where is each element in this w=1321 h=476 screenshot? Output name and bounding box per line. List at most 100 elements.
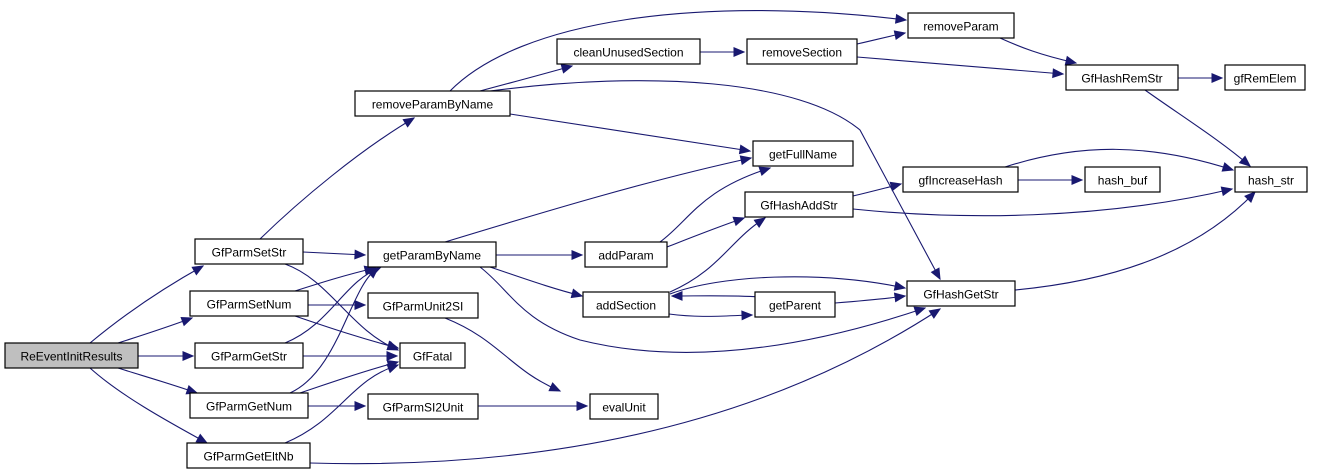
- edge-ReEventInitResults-to-GfParmSetNum: [117, 317, 193, 344]
- edge-GfParmSetStr-to-removeParamByName-arrowhead: [402, 117, 416, 128]
- edge-GfParmGetNum-to-getParamByName-arrowhead: [366, 267, 379, 279]
- node-label: getFullName: [769, 148, 837, 162]
- node-box[interactable]: [902, 166, 1019, 193]
- edge-GfParmSetNum-to-GfFatal-arrowhead: [386, 340, 400, 351]
- node-box[interactable]: [186, 442, 311, 469]
- edge-getParamByName-to-addSection-arrowhead: [570, 288, 584, 299]
- node-box[interactable]: [354, 90, 511, 117]
- node-box[interactable]: [589, 393, 659, 420]
- node-box[interactable]: [1084, 166, 1161, 193]
- edge-GfHashAddStr-to-hash_str-arrowhead: [1220, 186, 1234, 197]
- edge-getParent-to-addSection: [671, 295, 761, 298]
- edge-GfHashGetStr-to-hash_str-arrowhead: [1244, 191, 1256, 203]
- edges-layer: [89, 10, 1256, 465]
- edge-removeParamByName-to-getFullName: [509, 113, 751, 152]
- edge-getParamByName-to-addParam-arrowhead: [571, 250, 584, 260]
- edge-removeParam-to-GfHashRemStr: [999, 37, 1077, 64]
- node-GfParmGetStr[interactable]: GfParmGetStr: [194, 342, 304, 369]
- edge-getParent-to-GfHashGetStr-arrowhead: [893, 292, 907, 303]
- node-box[interactable]: [194, 238, 304, 265]
- node-GfHashGetStr[interactable]: GfHashGetStr: [906, 280, 1016, 307]
- edge-getParamByName-to-GfHashGetStr: [479, 266, 926, 353]
- edge-GfParmSetStr-to-removeParamByName: [259, 117, 415, 240]
- node-evalUnit[interactable]: evalUnit: [589, 393, 659, 420]
- edge-addParam-to-getFullName: [659, 167, 771, 243]
- node-GfParmSetNum[interactable]: GfParmSetNum: [189, 290, 309, 317]
- edge-getParamByName-to-GfHashGetStr-arrowhead: [913, 306, 927, 317]
- edge-removeSection-to-GfHashRemStr-arrowhead: [1052, 68, 1065, 79]
- node-box[interactable]: [906, 280, 1016, 307]
- node-GfParmGetNum[interactable]: GfParmGetNum: [189, 392, 309, 419]
- node-box[interactable]: [582, 291, 670, 318]
- edge-GfParmGetNum-to-getParamByName: [289, 267, 379, 394]
- node-removeParamByName[interactable]: removeParamByName: [354, 90, 511, 117]
- edge-addSection-to-GfHashGetStr-arrowhead: [893, 281, 907, 291]
- node-box[interactable]: [194, 342, 304, 369]
- node-box[interactable]: [584, 241, 668, 268]
- node-box[interactable]: [754, 291, 836, 318]
- node-label: GfHashRemStr: [1081, 72, 1162, 86]
- node-removeParam[interactable]: removeParam: [907, 12, 1015, 39]
- node-box[interactable]: [1224, 64, 1306, 91]
- edge-removeParamByName-to-GfHashGetStr: [489, 80, 941, 280]
- node-getFullName[interactable]: getFullName: [752, 140, 854, 167]
- node-label: GfHashGetStr: [923, 288, 998, 302]
- edge-addParam-to-getFullName-arrowhead: [758, 166, 772, 177]
- node-box[interactable]: [1065, 64, 1179, 91]
- node-gfRemElem[interactable]: gfRemElem: [1224, 64, 1306, 91]
- node-getParent[interactable]: getParent: [754, 291, 836, 318]
- node-label: evalUnit: [602, 401, 646, 415]
- edge-removeParamByName-to-removeParam-arrowhead: [894, 13, 908, 24]
- node-hash_buf[interactable]: hash_buf: [1084, 166, 1161, 193]
- edge-addSection-to-GfHashAddStr: [669, 217, 766, 293]
- edge-removeParam-to-GfHashRemStr-arrowhead: [1064, 55, 1078, 66]
- edge-GfParmSetNum-to-GfFatal: [294, 315, 399, 349]
- node-GfFatal[interactable]: GfFatal: [399, 342, 466, 369]
- node-GfParmGetEltNb[interactable]: GfParmGetEltNb: [186, 442, 311, 469]
- node-box[interactable]: [1234, 166, 1308, 193]
- node-box[interactable]: [189, 290, 309, 317]
- node-gfIncreaseHash[interactable]: gfIncreaseHash: [902, 166, 1019, 193]
- node-getParamByName[interactable]: getParamByName: [367, 241, 497, 268]
- node-label: hash_str: [1248, 174, 1294, 188]
- edge-addSection-to-getParent-arrowhead: [741, 310, 754, 321]
- node-removeSection[interactable]: removeSection: [746, 38, 858, 65]
- edge-ReEventInitResults-to-GfParmGetNum: [117, 367, 198, 394]
- node-cleanUnusedSection[interactable]: cleanUnusedSection: [556, 38, 701, 65]
- edge-removeParamByName-to-GfHashGetStr-arrowhead: [930, 267, 941, 281]
- node-GfParmSetStr[interactable]: GfParmSetStr: [194, 238, 304, 265]
- node-label: GfParmSetStr: [212, 246, 287, 260]
- node-label: gfIncreaseHash: [918, 174, 1002, 188]
- edge-getParent-to-addSection-arrowhead: [670, 291, 683, 301]
- node-GfHashAddStr[interactable]: GfHashAddStr: [744, 191, 854, 218]
- node-hash_str[interactable]: hash_str: [1234, 166, 1308, 193]
- node-GfParmSI2Unit[interactable]: GfParmSI2Unit: [367, 393, 479, 420]
- edge-getParamByName-to-addSection: [489, 266, 583, 297]
- node-label: removeSection: [762, 46, 842, 60]
- node-GfParmUnit2SI[interactable]: GfParmUnit2SI: [367, 292, 479, 319]
- node-label: GfParmGetStr: [211, 350, 287, 364]
- node-label: gfRemElem: [1234, 72, 1297, 86]
- node-addSection[interactable]: addSection: [582, 291, 670, 318]
- node-box[interactable]: [752, 140, 854, 167]
- node-box[interactable]: [367, 241, 497, 268]
- edge-removeSection-to-removeParam-arrowhead: [893, 30, 907, 41]
- node-box[interactable]: [367, 292, 479, 319]
- node-label: GfParmUnit2SI: [383, 300, 464, 314]
- edge-GfHashRemStr-to-hash_str-arrowhead: [1238, 155, 1251, 167]
- edge-GfHashAddStr-to-hash_str: [852, 188, 1233, 217]
- node-addParam[interactable]: addParam: [584, 241, 668, 268]
- node-box[interactable]: [399, 342, 466, 369]
- node-box[interactable]: [556, 38, 701, 65]
- node-box[interactable]: [367, 393, 479, 420]
- edge-GfHashAddStr-to-gfIncreaseHash-arrowhead: [889, 181, 903, 192]
- node-box[interactable]: [744, 191, 854, 218]
- node-box[interactable]: [4, 342, 139, 369]
- node-GfHashRemStr[interactable]: GfHashRemStr: [1065, 64, 1179, 91]
- node-box[interactable]: [746, 38, 858, 65]
- node-box[interactable]: [907, 12, 1015, 39]
- node-ReEventInitResults[interactable]: ReEventInitResults: [4, 342, 139, 369]
- edge-getParent-to-GfHashGetStr: [834, 295, 906, 304]
- node-box[interactable]: [189, 392, 309, 419]
- edge-ReEventInitResults-to-GfParmSetStr-arrowhead: [191, 265, 205, 276]
